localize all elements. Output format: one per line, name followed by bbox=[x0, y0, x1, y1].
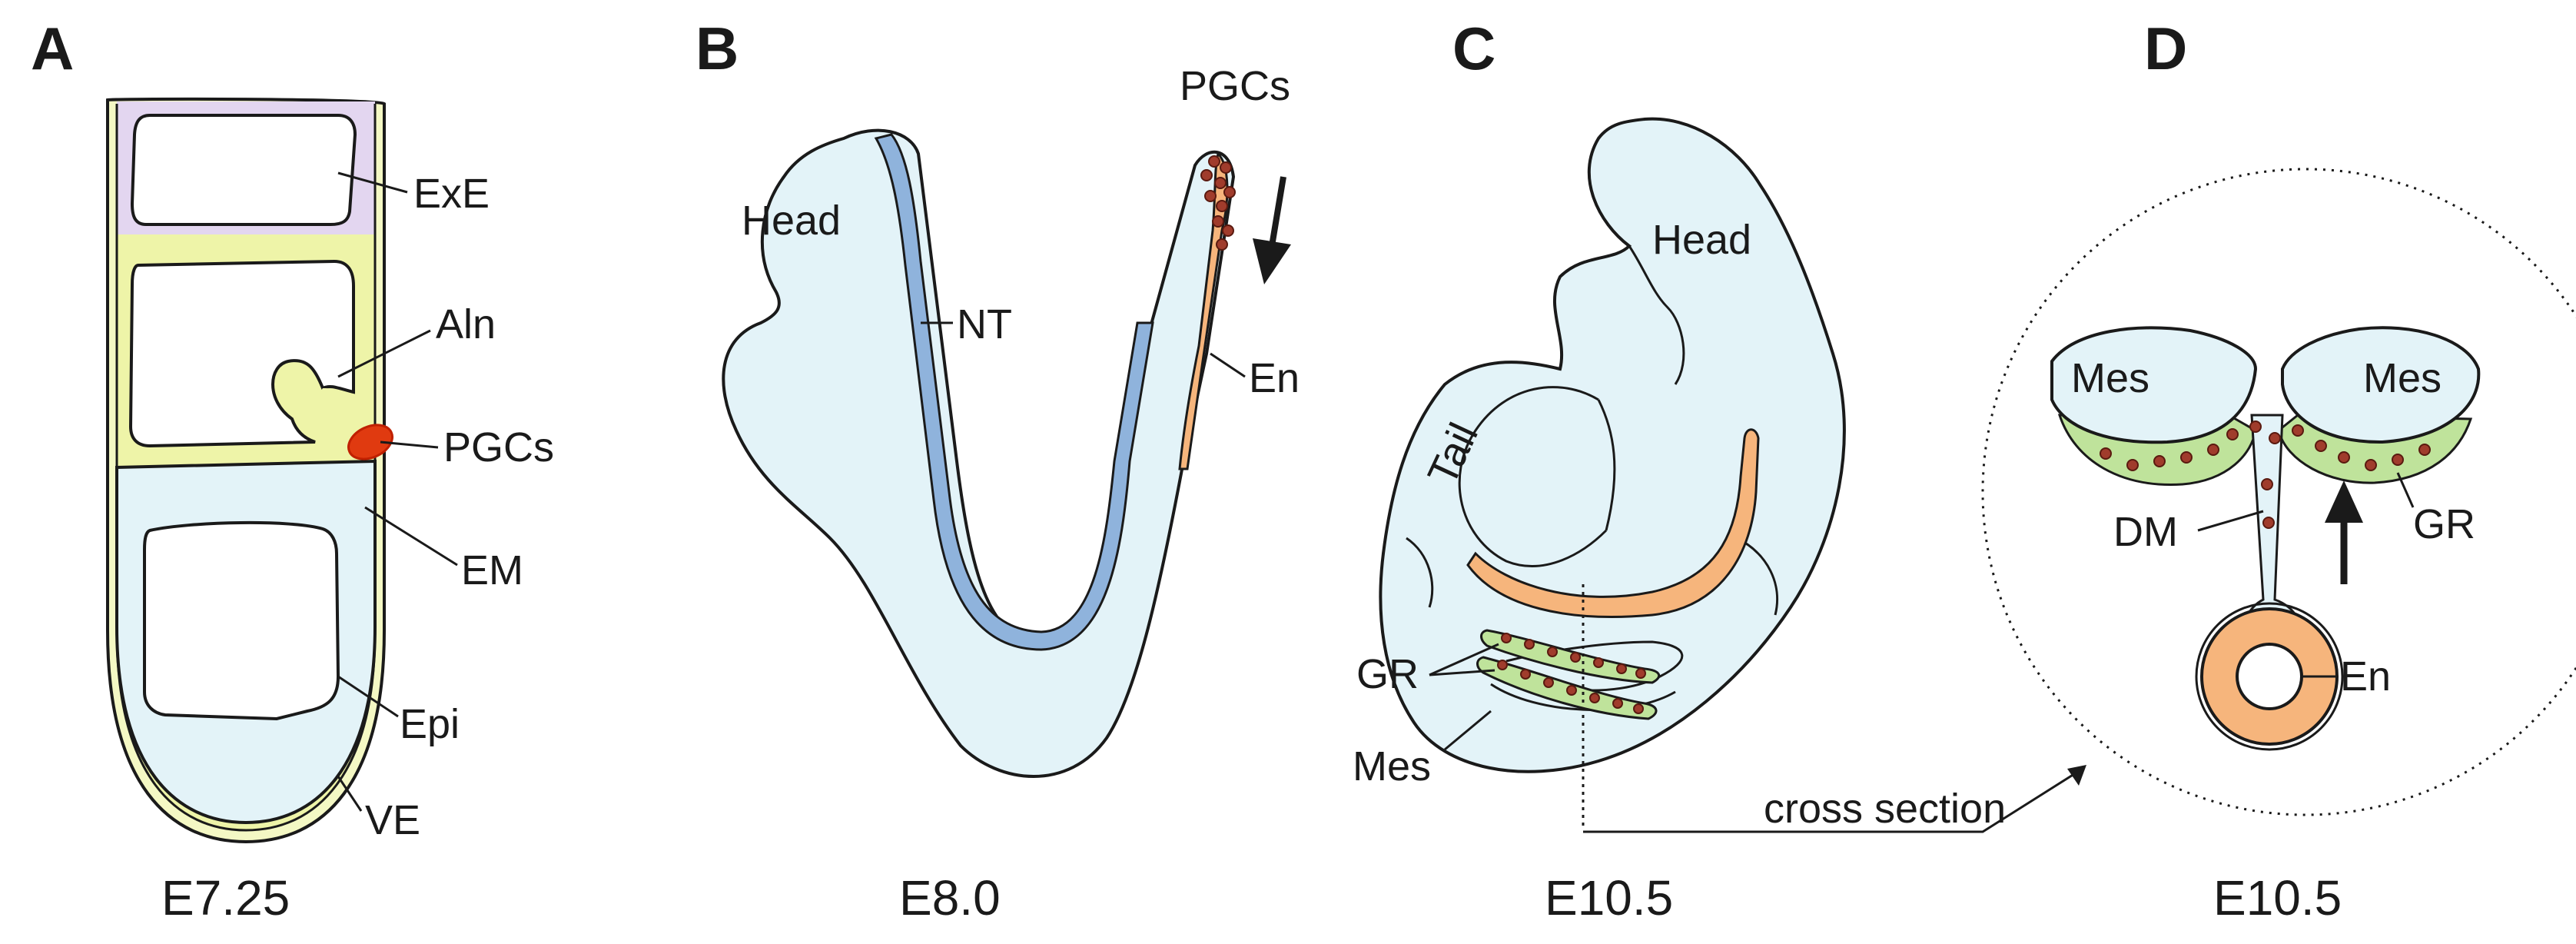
pgc-dot bbox=[2261, 478, 2273, 490]
panel-c-label-gr: GR bbox=[1356, 651, 1419, 697]
pgc-dot bbox=[1616, 663, 1627, 674]
pgc-dot bbox=[1501, 633, 1512, 643]
pgc-dot bbox=[2338, 451, 2350, 464]
panel-d-letter: D bbox=[2144, 15, 2187, 82]
panel-a-label-em: EM bbox=[461, 547, 523, 593]
pgc-dot bbox=[1208, 155, 1220, 168]
pgc-dot bbox=[1566, 685, 1577, 696]
panel-a-exe-cavity bbox=[130, 114, 357, 226]
panel-d-stage: E10.5 bbox=[2213, 870, 2342, 926]
panel-c: C bbox=[1353, 15, 2086, 926]
pgc-dot bbox=[1520, 669, 1531, 680]
pgc-dot bbox=[2207, 444, 2219, 456]
panel-a-label-exe: ExE bbox=[413, 171, 490, 217]
panel-b-letter: B bbox=[695, 15, 739, 82]
pgc-dot bbox=[1570, 652, 1581, 663]
panel-a-label-ve: VE bbox=[365, 797, 420, 843]
panel-b-neural-tube bbox=[874, 133, 1154, 651]
pgc-dot bbox=[1612, 698, 1623, 709]
pgc-dot bbox=[1497, 660, 1508, 670]
pgc-dot bbox=[2100, 447, 2112, 460]
panel-a-label-epi: Epi bbox=[400, 701, 460, 747]
panel-a-letter: A bbox=[31, 15, 74, 82]
panel-b-stage: E8.0 bbox=[899, 870, 1001, 926]
pgc-dot bbox=[1214, 177, 1227, 189]
panel-d-label-mes-right: Mes bbox=[2363, 355, 2442, 401]
panel-a-allantois bbox=[317, 388, 354, 432]
panel-c-label-head: Head bbox=[1652, 217, 1751, 263]
pgc-dot bbox=[1216, 200, 1228, 212]
panel-d-mesonephros-left bbox=[2050, 326, 2258, 444]
panel-d-mesonephros-right bbox=[2281, 326, 2481, 444]
pgc-dot bbox=[2180, 451, 2193, 464]
panel-a-pgc-cluster bbox=[347, 424, 393, 460]
pgc-dot bbox=[1223, 186, 1236, 198]
pgc-dot bbox=[1589, 693, 1600, 703]
panel-c-label-cross-section: cross section bbox=[1764, 786, 2006, 832]
pgc-dot bbox=[1200, 169, 1213, 181]
panel-b-label-pgcs: PGCs bbox=[1180, 63, 1290, 109]
panel-a-stage: E7.25 bbox=[161, 870, 290, 926]
panel-d: D bbox=[1981, 15, 2576, 926]
pgc-dot bbox=[1220, 161, 1232, 174]
panel-d-label-mes-left: Mes bbox=[2071, 355, 2149, 401]
panel-d-label-dm: DM bbox=[2113, 509, 2178, 555]
panel-c-letter: C bbox=[1452, 15, 1495, 82]
panel-a-label-aln: Aln bbox=[436, 301, 496, 347]
panel-c-stage: E10.5 bbox=[1545, 870, 1673, 926]
pgc-dot bbox=[2418, 444, 2431, 456]
pgc-dot bbox=[1633, 703, 1644, 714]
panel-b: B Head NT PGCs En bbox=[695, 15, 1300, 926]
pgc-dot bbox=[1204, 190, 1217, 202]
pgc-dot bbox=[1524, 639, 1535, 650]
panel-d-pgc-dots bbox=[2100, 420, 2431, 529]
pgc-dot bbox=[2226, 428, 2239, 440]
panel-d-migration-arrow bbox=[2325, 480, 2363, 584]
pgc-dot bbox=[1212, 215, 1224, 228]
pgc-dot bbox=[2126, 459, 2139, 471]
panel-b-migration-arrow bbox=[1253, 176, 1291, 284]
panel-c-cross-section-arrowhead bbox=[2067, 765, 2086, 786]
pgc-dot bbox=[2249, 420, 2262, 433]
pgc-dot bbox=[2365, 459, 2377, 471]
pgc-dot bbox=[2269, 432, 2281, 444]
panel-c-label-mes: Mes bbox=[1353, 743, 1431, 789]
pgc-dot bbox=[2153, 455, 2166, 467]
panel-a-label-pgcs: PGCs bbox=[443, 424, 554, 470]
panel-b-pgc-dots bbox=[1200, 155, 1236, 251]
panel-d-gut-lumen bbox=[2236, 643, 2303, 710]
pgc-dot bbox=[2315, 440, 2327, 452]
panel-b-label-nt: NT bbox=[957, 301, 1012, 347]
pgc-dot bbox=[1635, 668, 1646, 679]
panel-c-pgc-dots bbox=[1497, 633, 1646, 714]
panel-d-label-gr: GR bbox=[2413, 501, 2475, 547]
pgc-dot bbox=[2392, 454, 2404, 466]
pgc-dot bbox=[1593, 657, 1604, 668]
pgc-dot bbox=[1543, 677, 1554, 688]
pgc-dot bbox=[1216, 238, 1228, 251]
panel-b-label-head: Head bbox=[742, 198, 841, 244]
pgc-dot bbox=[2262, 517, 2275, 529]
pgc-dot bbox=[1547, 647, 1558, 657]
panel-a-exocoelom bbox=[128, 259, 355, 448]
panel-c-gut-tube bbox=[1466, 428, 1760, 618]
pgc-dot bbox=[2292, 424, 2304, 437]
panel-a-proamniotic-cavity bbox=[143, 520, 340, 721]
pgc-dot bbox=[1222, 224, 1234, 237]
panel-b-label-en: En bbox=[1249, 355, 1300, 401]
panel-a: A ExE Aln PGCs EM Epi VE E7.25 bbox=[31, 15, 554, 926]
panel-d-label-en: En bbox=[2340, 653, 2391, 700]
